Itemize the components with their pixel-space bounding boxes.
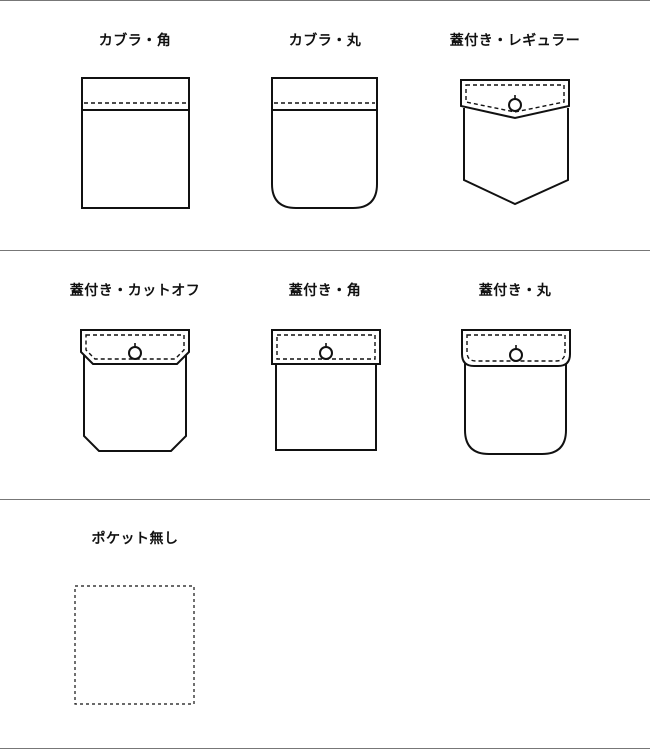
pocket-option-label: カブラ・角 (98, 33, 172, 49)
divider-row-2 (0, 499, 650, 500)
pocket-option-label: 蓋付き・丸 (478, 283, 552, 299)
pocket-kabura-round-icon (271, 77, 378, 209)
pocket-option-flap-square[interactable]: 蓋付き・角 (225, 282, 425, 472)
pocket-option-label: 蓋付き・レギュラー (449, 33, 581, 49)
divider-row-1 (0, 250, 650, 251)
pocket-flap-cutoff-icon (80, 329, 190, 452)
divider-bottom (0, 748, 650, 749)
divider-top (0, 0, 650, 1)
pocket-option-flap-cutoff[interactable]: 蓋付き・カットオフ (35, 282, 235, 472)
pocket-kabura-square-icon (81, 77, 190, 209)
pocket-option-flap-regular[interactable]: 蓋付き・レギュラー (415, 32, 615, 222)
pocket-option-none[interactable]: ポケット無し (35, 530, 235, 720)
pocket-none-icon (74, 585, 195, 705)
pocket-flap-round-icon (461, 329, 571, 455)
pocket-flap-square-icon (271, 329, 381, 451)
pocket-option-flap-round[interactable]: 蓋付き・丸 (415, 282, 615, 472)
pocket-option-kabura-square[interactable]: カブラ・角 (35, 32, 235, 222)
pocket-option-label: 蓋付き・角 (288, 283, 362, 299)
pocket-option-label: カブラ・丸 (288, 33, 362, 49)
pocket-option-kabura-round[interactable]: カブラ・丸 (225, 32, 425, 222)
pocket-flap-regular-icon (460, 79, 570, 206)
pocket-option-label: ポケット無し (91, 531, 179, 547)
pocket-option-label: 蓋付き・カットオフ (69, 283, 201, 299)
